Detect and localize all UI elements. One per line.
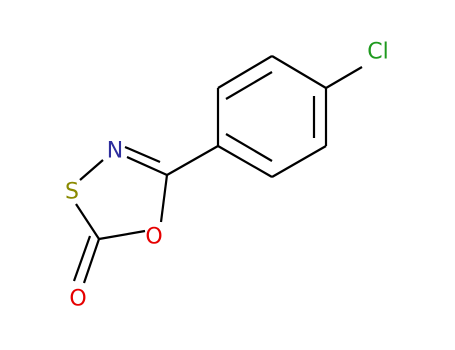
bond-c5-c6-inner	[225, 133, 273, 162]
bond-s-c2	[75, 203, 100, 240]
bond-c-cl	[325, 66, 363, 89]
bond-c1-c2	[217, 55, 273, 89]
bond-c2-o	[98, 229, 146, 241]
bond-c5-c6	[217, 145, 273, 178]
atom-label-o-ring: O	[145, 225, 162, 250]
bond-o-c5	[159, 174, 169, 223]
bond-c4-c5	[271, 145, 327, 178]
atom-label-s: S	[65, 180, 79, 205]
bond-aryl-c5	[166, 145, 219, 176]
bond-c1-c2-inner	[225, 71, 273, 100]
atom-label-cl: Cl	[367, 40, 388, 65]
benzene-ring	[216, 55, 328, 178]
atom-label-o-carbonyl: O	[69, 287, 86, 312]
bond-c2-o-carbonyl	[82, 238, 101, 284]
thiadiazolone-ring	[75, 145, 169, 241]
bond-c2-o-carbonyl-second	[72, 235, 92, 282]
bond-c5-n	[126, 155, 168, 177]
bond-n-s	[79, 159, 104, 181]
bond-c5-n-inner	[124, 145, 161, 164]
atom-label-n: N	[107, 139, 123, 164]
bond-c2-c3	[271, 55, 327, 89]
